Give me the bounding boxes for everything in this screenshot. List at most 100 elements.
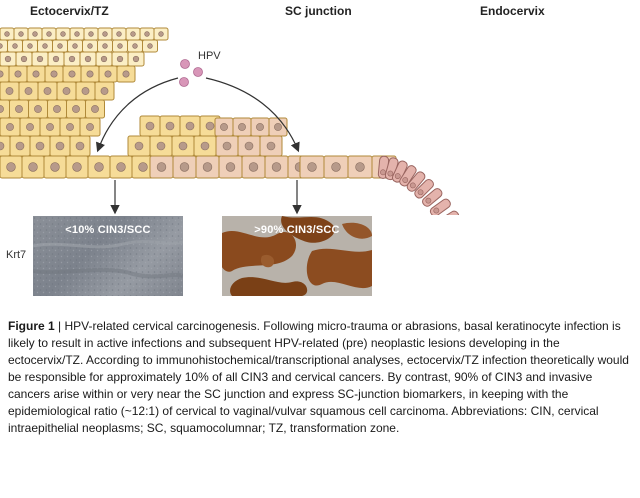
hpv-virion	[193, 67, 203, 77]
cell-nucleus	[50, 70, 58, 78]
cell-nucleus	[35, 141, 45, 151]
cell-nucleus	[179, 162, 190, 172]
cell-nucleus	[66, 123, 74, 131]
cell-nucleus	[46, 31, 52, 37]
columnar-cell	[414, 179, 434, 199]
columnar-cell	[429, 198, 451, 215]
cell-nucleus	[200, 141, 210, 151]
cell-nucleus	[433, 207, 440, 214]
cell-nucleus	[425, 197, 432, 204]
cell-nucleus	[27, 43, 33, 49]
cell-nucleus	[156, 162, 167, 172]
cell-nucleus	[52, 55, 60, 63]
cell-nucleus	[14, 70, 22, 78]
columnar-cell	[384, 157, 399, 181]
cell-nucleus	[102, 31, 108, 37]
cell-nucleus	[5, 87, 14, 95]
cell-nucleus	[185, 121, 195, 131]
cell-nucleus	[32, 70, 40, 78]
cell-nucleus	[60, 31, 66, 37]
tissue-diagram	[0, 27, 460, 215]
cell-nucleus	[102, 43, 108, 49]
sc-junction-label: SC junction	[285, 4, 352, 18]
cell-nucleus	[417, 189, 424, 196]
cell-nucleus	[244, 141, 254, 151]
micrograph-ectocervix-label: <10% CIN3/SCC	[65, 224, 151, 236]
cell-nucleus	[274, 123, 282, 131]
cell-nucleus	[402, 177, 409, 183]
cell-nucleus	[409, 182, 416, 189]
cell-nucleus	[34, 105, 42, 113]
cell-nucleus	[0, 70, 4, 78]
columnar-cell	[422, 188, 443, 207]
cell-nucleus	[28, 162, 38, 172]
cell-nucleus	[130, 31, 136, 37]
cell-nucleus	[225, 162, 236, 172]
cell-nucleus	[36, 55, 44, 63]
cell-nucleus	[238, 123, 246, 131]
cell-nucleus	[0, 43, 3, 49]
cell-nucleus	[0, 141, 5, 151]
cell-nucleus	[331, 162, 341, 172]
cell-nucleus	[6, 162, 16, 172]
cell-nucleus	[62, 87, 71, 95]
cell-nucleus	[20, 55, 28, 63]
cell-nucleus	[387, 170, 394, 177]
endocervix-label: Endocervix	[480, 4, 545, 18]
cell-nucleus	[42, 43, 48, 49]
cell-nucleus	[75, 141, 85, 151]
hpv-label: HPV	[198, 50, 221, 62]
cell-nucleus	[202, 162, 213, 172]
cell-nucleus	[57, 43, 63, 49]
figure-illustration: Ectocervix/TZ SC junction Endocervix HPV…	[0, 4, 545, 296]
cell-nucleus	[4, 31, 10, 37]
cell-nucleus	[116, 31, 122, 37]
cell-nucleus	[4, 55, 12, 63]
cell-nucleus	[116, 162, 126, 172]
caption-separator: |	[54, 319, 65, 333]
cell-nucleus	[18, 31, 24, 37]
cell-nucleus	[15, 141, 25, 151]
cell-nucleus	[271, 162, 282, 172]
cell-nucleus	[84, 55, 92, 63]
cell-nucleus	[12, 43, 18, 49]
cell-nucleus	[394, 173, 401, 179]
cell-nucleus	[74, 31, 80, 37]
cell-nucleus	[81, 87, 90, 95]
cell-nucleus	[117, 43, 123, 49]
cell-nucleus	[68, 70, 76, 78]
hpv-virion	[179, 77, 189, 87]
columnar-cell	[406, 171, 426, 192]
cell-nucleus	[132, 43, 138, 49]
cell-nucleus	[134, 141, 144, 151]
cell-nucleus	[138, 162, 148, 172]
krt7-label: Krt7	[6, 249, 27, 261]
ectocervix-label: Ectocervix/TZ	[30, 4, 109, 18]
caption-text: HPV-related cervical carcinogenesis. Fol…	[8, 319, 629, 435]
cell-nucleus	[26, 123, 34, 131]
cell-nucleus	[68, 55, 76, 63]
cell-nucleus	[100, 55, 108, 63]
cell-nucleus	[55, 141, 65, 151]
cell-nucleus	[156, 141, 166, 151]
cell-nucleus	[87, 43, 93, 49]
cell-nucleus	[158, 31, 164, 37]
cell-nucleus	[86, 70, 94, 78]
columnar-cell-body	[437, 210, 460, 215]
cell-nucleus	[15, 105, 23, 113]
cell-nucleus	[104, 70, 112, 78]
cell-nucleus	[222, 141, 232, 151]
cell-nucleus	[165, 121, 175, 131]
columnar-cell	[399, 165, 417, 187]
cell-nucleus	[266, 141, 276, 151]
arrow-to-sc-junction	[205, 77, 300, 153]
cell-nucleus	[116, 55, 124, 63]
columnar-cell	[437, 210, 460, 215]
micrograph-ectocervix: <10% CIN3/SCC	[33, 216, 183, 296]
cell-nucleus	[122, 70, 130, 78]
cell-nucleus	[147, 43, 153, 49]
cell-nucleus	[53, 105, 61, 113]
cell-nucleus	[50, 162, 60, 172]
cell-nucleus	[46, 123, 54, 131]
cell-nucleus	[43, 87, 52, 95]
